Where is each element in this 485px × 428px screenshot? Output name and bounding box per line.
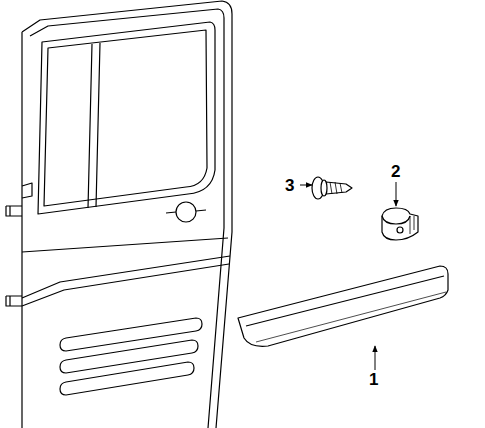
callout-number: 3 [285, 177, 294, 194]
clip [382, 208, 418, 240]
leader-lines [300, 182, 396, 370]
callout-number: 1 [369, 371, 378, 388]
door-panel [6, 1, 232, 428]
callout-number: 2 [391, 163, 400, 180]
screw [312, 177, 352, 199]
door-molding [238, 266, 448, 346]
